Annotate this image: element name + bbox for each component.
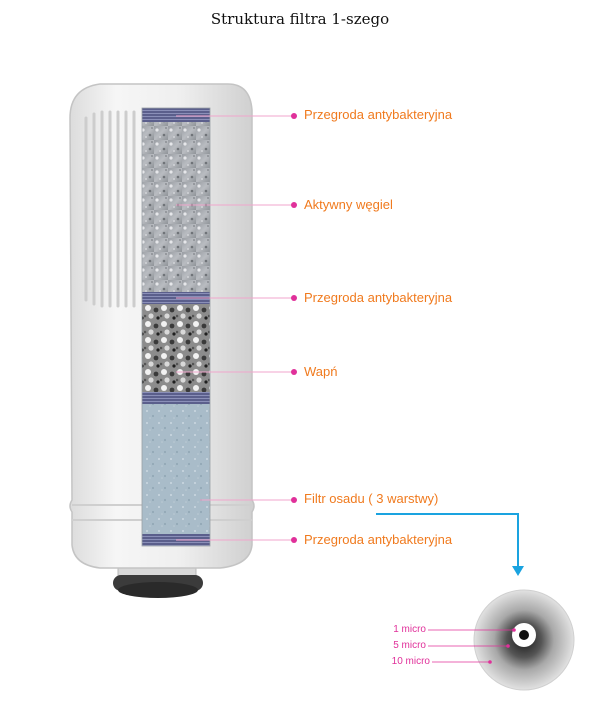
sediment-cross-section	[473, 589, 575, 691]
activated-carbon-layer	[142, 122, 210, 292]
label-antibacterial-bottom: Przegroda antybakteryjna	[304, 532, 453, 547]
label-antibacterial-middle: Przegroda antybakteryjna	[304, 290, 453, 305]
filter-cutaway	[141, 107, 211, 547]
diagram-title: Struktura filtra 1-szego	[210, 10, 390, 28]
calcium-layer	[142, 304, 210, 392]
filter-grip-ribs	[84, 110, 136, 308]
label-activated-carbon: Aktywny węgiel	[304, 197, 393, 212]
antibacterial-layer-lower	[142, 392, 210, 404]
label-antibacterial-top: Przegroda antybakteryjna	[304, 107, 453, 122]
label-calcium: Wapń	[304, 364, 338, 379]
label-10-micro: 10 micro	[391, 656, 430, 667]
antibacterial-layer-top	[142, 108, 210, 122]
sediment-filter-layer	[142, 404, 210, 534]
leader-lines	[176, 113, 297, 543]
label-5-micro: 5 micro	[393, 640, 426, 651]
label-1-micro: 1 micro	[393, 624, 426, 635]
callout-arrow	[376, 513, 524, 576]
micro-leader-lines	[428, 628, 516, 664]
label-sediment-filter: Filtr osadu ( 3 warstwy)	[304, 491, 439, 506]
